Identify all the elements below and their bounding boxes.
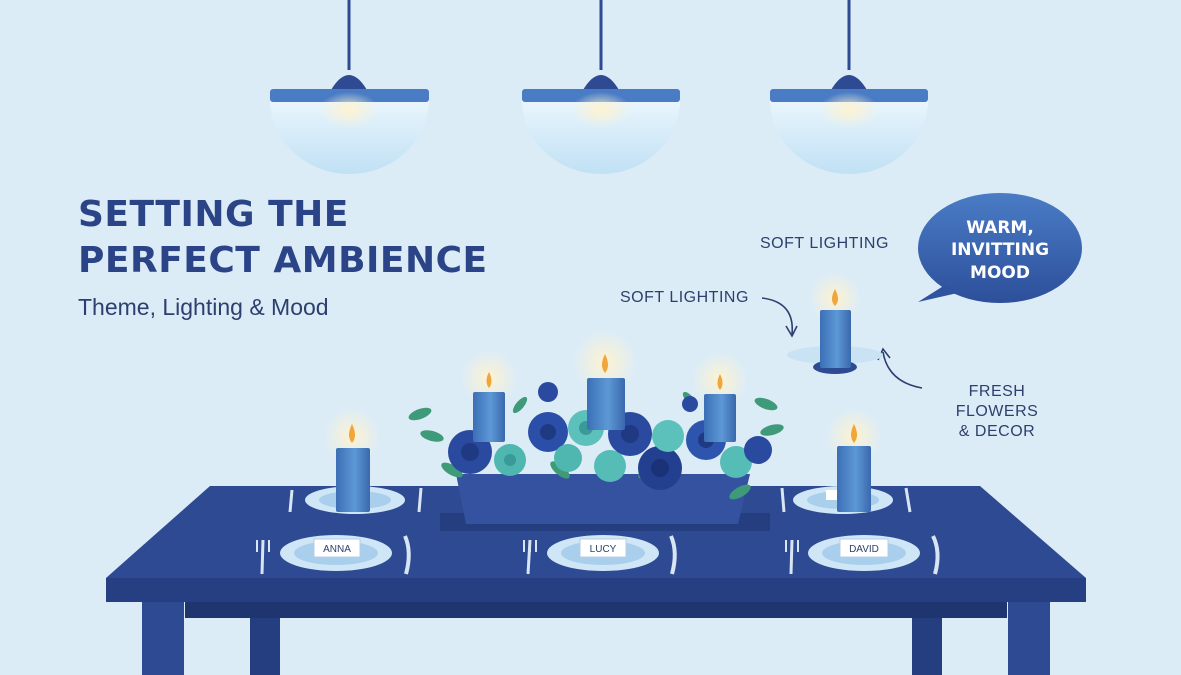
callout-soft-lighting-left: SOFT LIGHTING — [620, 289, 749, 306]
pendant-lamp-1 — [270, 0, 429, 174]
arrow-soft-lighting — [761, 297, 793, 335]
place-card-lucy — [579, 538, 627, 558]
speech-bubble — [918, 193, 1082, 303]
centerpiece — [408, 382, 784, 531]
title-line-1: SETTING THE — [78, 194, 349, 235]
place-card-david-text: DAVID — [849, 544, 879, 555]
back-place-setting-left — [288, 408, 423, 514]
pendant-lamp-2 — [522, 0, 680, 174]
speech-bubble-line-1: WARM, — [966, 218, 1034, 238]
back-place-setting-right — [780, 408, 912, 514]
page-subtitle: Theme, Lighting & Mood — [78, 294, 329, 320]
title-line-2: PERFECT AMBIENCE — [78, 240, 488, 281]
callout-fresh-flowers-line-1: FRESH FLOWERS — [955, 383, 1039, 420]
place-card-lucy-text: LUCY — [590, 544, 617, 555]
speech-bubble-line-3: MOOD — [970, 263, 1030, 283]
page-title: SETTING THE PERFECT AMBIENCE — [78, 192, 488, 284]
centerpiece-candles — [461, 330, 748, 442]
candle-floating — [787, 272, 883, 374]
place-card-anna-text: ANNA — [323, 544, 351, 555]
speech-bubble-line-2: INVITTING — [951, 240, 1049, 260]
arrow-fresh-flowers — [882, 351, 923, 389]
place-card-anna — [313, 538, 361, 558]
pendant-lamp-3 — [770, 0, 928, 174]
callout-fresh-flowers: FRESH FLOWERS & DECOR — [930, 382, 1064, 442]
place-card-david — [839, 538, 889, 558]
callout-fresh-flowers-line-2: & DECOR — [958, 423, 1036, 440]
callout-soft-lighting-top: SOFT LIGHTING — [760, 235, 889, 252]
